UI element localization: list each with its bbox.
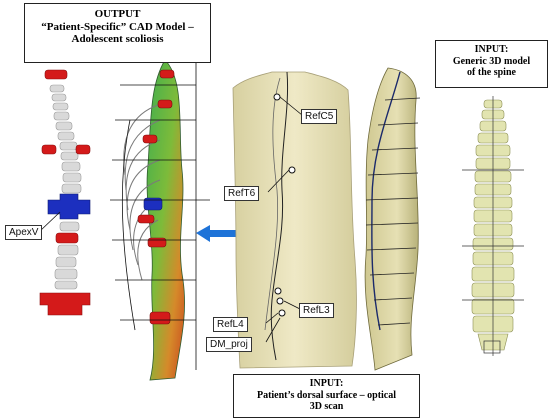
dorsal-surface — [233, 72, 356, 368]
side-view-model — [365, 68, 420, 370]
dorsal-scan — [233, 72, 356, 368]
apex-vertebra — [48, 194, 90, 219]
label-refl3: RefL3 — [299, 303, 334, 318]
input-spine-title: INPUT: — [436, 44, 547, 56]
input-spine-line2: of the spine — [436, 67, 547, 79]
label-dm-proj: DM_proj — [206, 337, 252, 352]
input-spine-title-box: INPUT: Generic 3D model of the spine — [435, 40, 548, 88]
isolated-spine-model — [40, 70, 90, 315]
input-scan-line2: 3D scan — [234, 401, 419, 413]
generic-spine-lines — [462, 96, 524, 356]
label-reft6: RefT6 — [224, 186, 259, 201]
input-scan-title: INPUT: — [234, 378, 419, 390]
input-spine-line1: Generic 3D model — [436, 56, 547, 68]
output-subtitle-line1: “Patient-Specific” CAD Model – — [25, 21, 210, 34]
side-surface — [365, 68, 418, 370]
label-apexv: ApexV — [5, 225, 42, 240]
output-title-box: OUTPUT “Patient-Specific” CAD Model – Ad… — [24, 3, 211, 63]
label-refc5: RefC5 — [301, 109, 337, 124]
generic-spine-model — [462, 96, 524, 356]
output-subtitle-line2: Adolescent scoliosis — [25, 33, 210, 46]
isolated-vertebrae — [50, 85, 81, 289]
cad-model — [110, 60, 210, 380]
label-refl4: RefL4 — [213, 317, 248, 332]
output-title: OUTPUT — [25, 8, 210, 21]
input-scan-line1: Patient’s dorsal surface – optical — [234, 390, 419, 402]
input-scan-title-box: INPUT: Patient’s dorsal surface – optica… — [233, 374, 420, 418]
